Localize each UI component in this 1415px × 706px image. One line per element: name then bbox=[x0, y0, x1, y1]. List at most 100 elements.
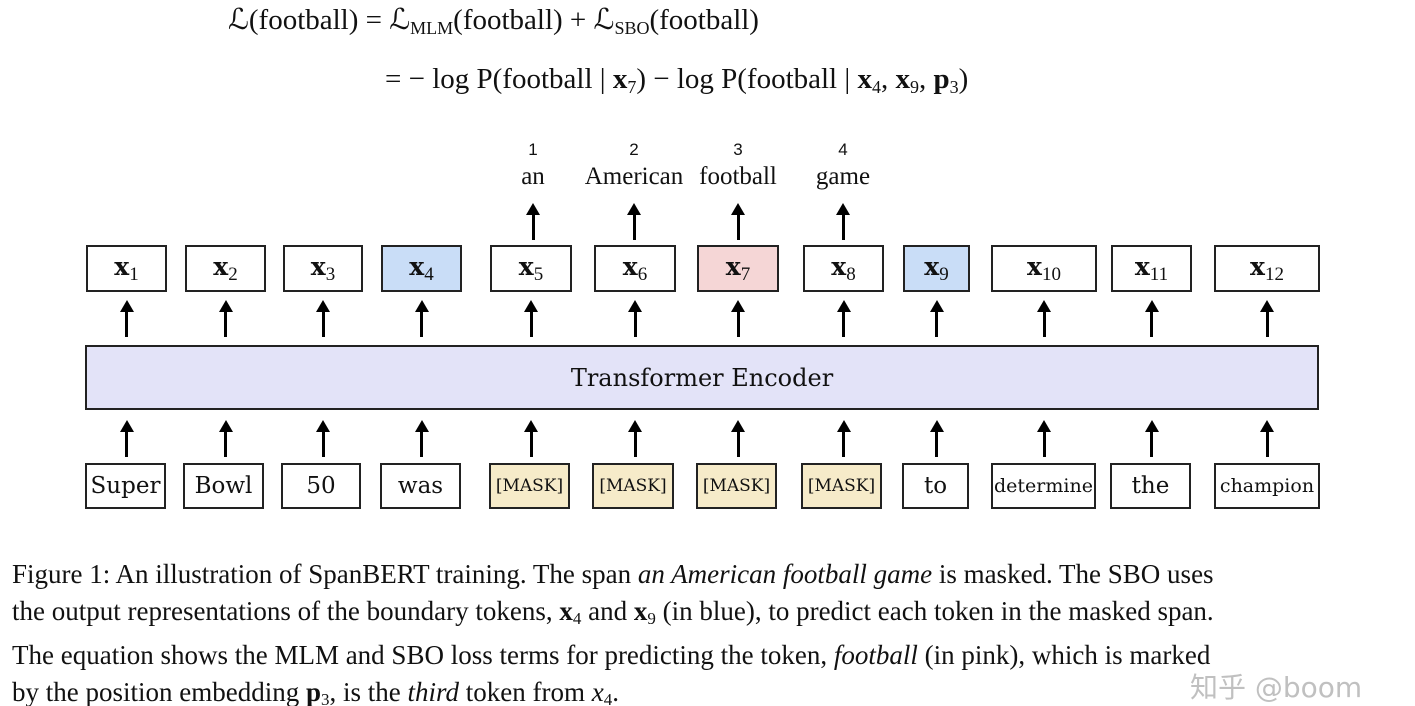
eq-text: , bbox=[918, 63, 934, 95]
arrow-head bbox=[627, 203, 641, 215]
arrow-head bbox=[526, 203, 540, 215]
eq-text: ) bbox=[958, 63, 969, 95]
output-vector-box: x1 bbox=[86, 245, 167, 292]
output-vector-box: x9 bbox=[903, 245, 970, 292]
arrow-shaft bbox=[632, 213, 636, 240]
arrow-shaft bbox=[842, 310, 845, 337]
eq-var: x bbox=[895, 63, 910, 95]
arrow-shaft bbox=[125, 430, 128, 457]
caption-text: , is the bbox=[329, 676, 408, 706]
output-vector-box: x12 bbox=[1214, 245, 1320, 292]
vector-subscript: 8 bbox=[846, 263, 856, 285]
caption-text: . bbox=[612, 676, 619, 706]
vector-label: x1 bbox=[114, 251, 139, 285]
eq-sub: 9 bbox=[909, 77, 919, 97]
vector-subscript: 5 bbox=[533, 263, 544, 285]
caption-text: p bbox=[305, 676, 321, 706]
input-token-label: Bowl bbox=[194, 473, 253, 499]
arrow-head bbox=[929, 420, 944, 432]
arrow-shaft bbox=[420, 310, 423, 337]
eq-sub: 7 bbox=[627, 77, 637, 97]
caption-text: x bbox=[633, 595, 648, 626]
output-vector-box: x10 bbox=[991, 245, 1097, 292]
arrow-shaft bbox=[531, 213, 535, 240]
vector-label: x10 bbox=[1027, 251, 1061, 285]
arrow-head bbox=[524, 300, 538, 312]
input-token-box: Super bbox=[85, 463, 166, 509]
input-token-box: [MASK] bbox=[489, 463, 570, 509]
arrow-shaft bbox=[1042, 310, 1046, 337]
vector-label: x11 bbox=[1134, 251, 1169, 285]
vector-label: x6 bbox=[622, 251, 648, 285]
input-token-box: determine bbox=[991, 463, 1096, 509]
eq-sub: 3 bbox=[949, 77, 959, 97]
input-token-box: was bbox=[380, 463, 461, 509]
vector-label: x5 bbox=[518, 251, 544, 285]
arrow-head bbox=[218, 420, 233, 432]
caption-line: The equation shows the MLM and SBO loss … bbox=[12, 637, 1407, 674]
vector-subscript: 3 bbox=[325, 263, 336, 285]
arrow-shaft bbox=[935, 310, 938, 337]
input-token-label: champion bbox=[1219, 475, 1315, 497]
eq-var: p bbox=[933, 63, 950, 95]
vector-subscript: 10 bbox=[1041, 263, 1061, 285]
caption-text: The equation shows the MLM and SBO loss … bbox=[12, 640, 834, 670]
caption-text: 3 bbox=[321, 689, 330, 706]
predicted-word: American bbox=[584, 163, 684, 190]
caption-text: 4 bbox=[572, 608, 582, 628]
caption-line: Figure 1: An illustration of SpanBERT tr… bbox=[12, 556, 1407, 593]
caption-text: football bbox=[833, 640, 918, 670]
vector-subscript: 9 bbox=[939, 263, 949, 285]
vector-subscript: 11 bbox=[1149, 263, 1169, 285]
caption-line: the output representations of the bounda… bbox=[12, 593, 1407, 638]
vector-subscript: 4 bbox=[424, 263, 434, 285]
arrow-shaft bbox=[736, 213, 740, 240]
arrow-head bbox=[628, 300, 642, 312]
arrow-head bbox=[836, 420, 851, 432]
caption-text: 9 bbox=[647, 608, 656, 628]
input-token-label: [MASK] bbox=[599, 476, 667, 496]
arrow-shaft bbox=[321, 430, 325, 457]
caption-text: the output representations of the bounda… bbox=[12, 595, 560, 626]
eq-sub: SBO bbox=[614, 18, 650, 38]
input-token-box: 50 bbox=[281, 463, 361, 509]
output-vector-box: x2 bbox=[185, 245, 266, 292]
output-vector-box: x7 bbox=[697, 245, 779, 292]
vector-label: x9 bbox=[924, 251, 949, 285]
eq-sub: 4 bbox=[871, 77, 881, 97]
arrow-head bbox=[1260, 300, 1274, 312]
input-token-label: to bbox=[923, 473, 948, 499]
input-token-box: Bowl bbox=[183, 463, 264, 509]
arrow-head bbox=[731, 420, 745, 432]
predicted-word: football bbox=[699, 163, 777, 190]
arrow-head bbox=[414, 420, 429, 432]
arrow-shaft bbox=[935, 430, 938, 457]
output-vector-box: x3 bbox=[283, 245, 363, 292]
predicted-word: game bbox=[815, 163, 871, 190]
arrow-shaft bbox=[529, 310, 533, 337]
arrow-shaft bbox=[842, 430, 845, 457]
caption-text: x bbox=[591, 676, 604, 706]
arrow-head bbox=[1037, 300, 1051, 312]
input-token-box: champion bbox=[1214, 463, 1320, 509]
arrow-head bbox=[929, 300, 944, 312]
arrow-head bbox=[218, 300, 233, 312]
equation-line-1: ℒ(football) = ℒMLM(football) + ℒSBO(foot… bbox=[228, 2, 759, 39]
caption-text: is masked. The SBO uses bbox=[932, 559, 1214, 589]
arrow-head bbox=[836, 203, 850, 215]
arrow-shaft bbox=[1042, 430, 1046, 457]
equation-line-2: = − log P(football | x7) − log P(footbal… bbox=[385, 63, 968, 98]
encoder-label: Transformer Encoder bbox=[570, 363, 834, 392]
caption-text: token from bbox=[459, 676, 592, 706]
input-token-label: the bbox=[1131, 473, 1170, 499]
eq-var: x bbox=[857, 63, 872, 95]
output-vector-box: x6 bbox=[594, 245, 676, 292]
caption-text: Figure 1: An illustration of SpanBERT tr… bbox=[12, 559, 638, 589]
vector-subscript: 7 bbox=[740, 263, 751, 285]
vector-subscript: 2 bbox=[228, 263, 238, 285]
arrow-head bbox=[414, 300, 429, 312]
arrow-shaft bbox=[633, 430, 637, 457]
arrow-head bbox=[119, 420, 134, 432]
arrow-shaft bbox=[1265, 430, 1269, 457]
